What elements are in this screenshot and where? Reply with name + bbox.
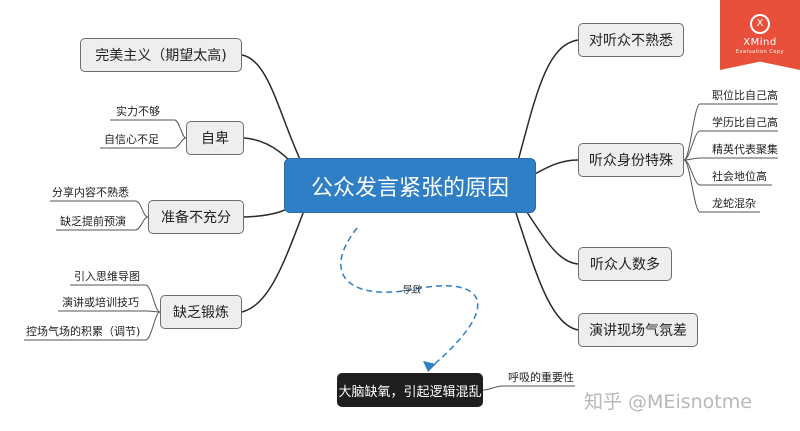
floating-topic[interactable]: 大脑缺氧，引起逻辑混乱 xyxy=(337,373,483,407)
leaf-insufficient-strength[interactable]: 实力不够 xyxy=(116,105,160,118)
xmind-watermark: X XMind Evaluation Copy xyxy=(720,0,800,70)
leaf-stage-presence[interactable]: 控场气场的积累（调节) xyxy=(26,325,141,338)
leaf-social-status[interactable]: 社会地位高 xyxy=(712,170,767,183)
branch-perfectionism[interactable]: 完美主义（期望太高) xyxy=(80,38,242,72)
relationship-arrowhead xyxy=(423,361,436,372)
branch-lack-practice[interactable]: 缺乏锻炼 xyxy=(160,295,242,329)
leaf-breathing[interactable]: 呼吸的重要性 xyxy=(508,371,574,384)
link-right-unfamiliar xyxy=(514,39,579,173)
leaf-mindmap[interactable]: 引入思维导图 xyxy=(74,270,140,283)
leaf-elite-gathering[interactable]: 精英代表聚集 xyxy=(712,143,778,156)
leaf-unfamiliar-content[interactable]: 分享内容不熟悉 xyxy=(52,186,129,199)
branch-unfamiliar-audience[interactable]: 对听众不熟悉 xyxy=(578,23,684,57)
branch-audience-size[interactable]: 听众人数多 xyxy=(578,247,672,281)
leaf-higher-position[interactable]: 职位比自己高 xyxy=(712,89,778,102)
watermark-sub: Evaluation Copy xyxy=(735,49,785,55)
leaf-no-rehearsal[interactable]: 缺乏提前预演 xyxy=(60,215,126,228)
branch-underprepared[interactable]: 准备不充分 xyxy=(148,200,244,234)
central-topic[interactable]: 公众发言紧张的原因 xyxy=(284,158,536,213)
link-right-badatmosphere xyxy=(514,209,579,331)
branch-special-identity[interactable]: 听众身份特殊 xyxy=(578,143,684,177)
relationship-label[interactable]: 导致 xyxy=(401,285,421,296)
watermark-name: XMind xyxy=(743,37,777,48)
leaf-lack-confidence[interactable]: 自信心不足 xyxy=(104,133,159,146)
xmind-logo-icon: X xyxy=(750,14,770,34)
leaf-higher-education[interactable]: 学历比自己高 xyxy=(712,116,778,129)
leaf-mixed-crowd[interactable]: 龙蛇混杂 xyxy=(712,197,756,210)
leaf-speech-skills[interactable]: 演讲或培训技巧 xyxy=(62,296,139,309)
relationship-curve xyxy=(340,227,479,369)
branch-bad-atmosphere[interactable]: 演讲现场气氛差 xyxy=(578,313,698,347)
link-left-lackpractice xyxy=(241,207,306,313)
link-left-perfectionism xyxy=(241,54,306,171)
branch-inferiority[interactable]: 自卑 xyxy=(186,121,244,155)
author-credit: 知乎 @MEisnotme xyxy=(584,391,752,413)
